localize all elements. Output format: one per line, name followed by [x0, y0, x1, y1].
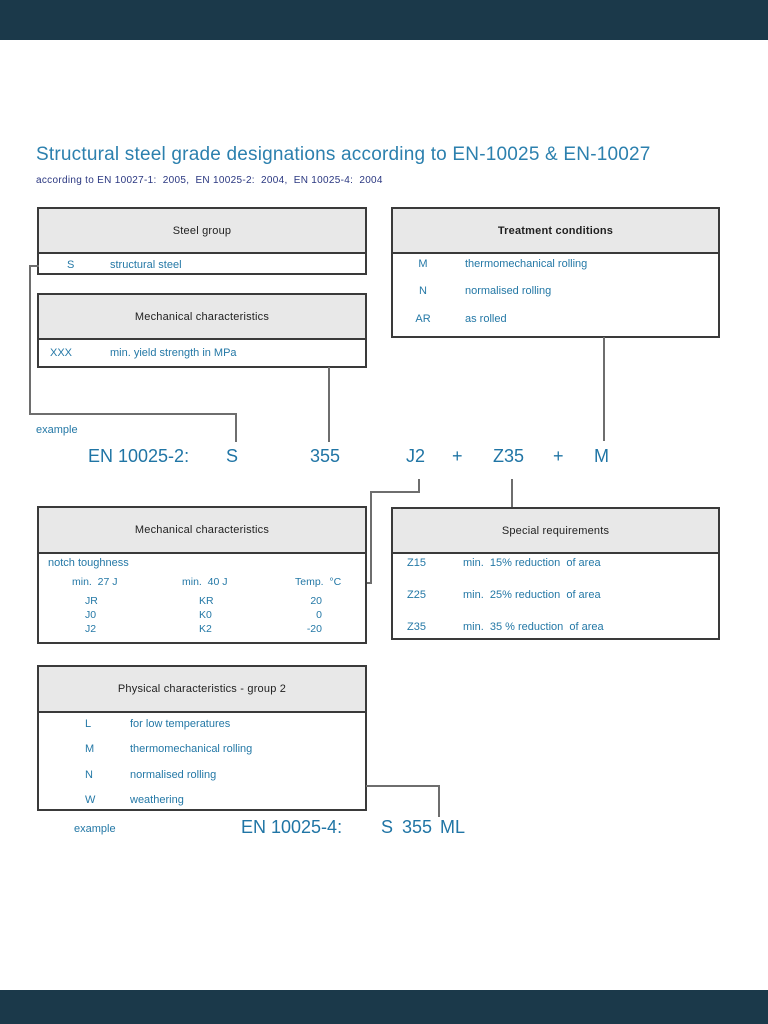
special-requirements-title: Special requirements — [393, 509, 718, 554]
special-requirements-box: Special requirements Z15 min. 15% reduct… — [391, 507, 720, 640]
steel-group-box: Steel group S structural steel — [37, 207, 367, 275]
special-code: Z15 — [407, 557, 426, 569]
table-cell: J2 — [85, 623, 97, 635]
col-header-temp: Temp. °C — [295, 576, 342, 588]
designation-part-355: 355 — [402, 817, 433, 837]
treatment-code: AR — [415, 313, 431, 325]
designation-part-ml: ML — [440, 817, 466, 837]
designation-plus: + — [452, 446, 463, 466]
mechanical-characteristics-upper-title: Mechanical characteristics — [39, 295, 365, 340]
designation-part-m: M — [594, 446, 609, 466]
treatment-code: M — [418, 258, 428, 270]
treatment-conditions-box: Treatment conditions M thermomechanical … — [391, 207, 720, 338]
viewer-bottom-bar — [0, 990, 768, 1024]
physical-code: W — [85, 794, 96, 806]
steel-group-box-title: Steel group — [39, 209, 365, 254]
connector-mech-to-355 — [328, 367, 330, 442]
treatment-desc: thermomechanical rolling — [465, 258, 588, 270]
physical-characteristics-box: Physical characteristics - group 2 L for… — [37, 665, 367, 811]
connector-physical-to-ml — [438, 785, 440, 817]
connector-treatment-to-m — [603, 337, 605, 441]
special-desc: min. 15% reduction of area — [463, 557, 601, 569]
example-label: example — [74, 823, 116, 835]
table-cell: 20 — [310, 595, 322, 607]
physical-characteristics-title: Physical characteristics - group 2 — [39, 667, 365, 713]
table-cell: J0 — [85, 609, 97, 621]
page-title: Structural steel grade designations acco… — [36, 144, 651, 165]
designation-prefix: EN 10025-4: — [241, 817, 343, 837]
physical-code: N — [85, 769, 93, 781]
physical-code: L — [85, 718, 92, 730]
treatment-desc: normalised rolling — [465, 285, 552, 297]
designation-plus: + — [553, 446, 564, 466]
physical-desc: weathering — [130, 794, 184, 806]
page-subtitle: according to EN 10027-1: 2005, EN 10025-… — [36, 175, 383, 186]
steel-group-code: S — [67, 259, 75, 271]
physical-desc: normalised rolling — [130, 769, 217, 781]
connector-j2-across — [370, 491, 420, 493]
table-cell: K0 — [199, 609, 212, 621]
mechanical-characteristics-lower-box: Mechanical characteristics notch toughne… — [37, 506, 367, 644]
mechanical-characteristics-upper-box: Mechanical characteristics XXX min. yiel… — [37, 293, 367, 368]
connector-steel-group-across — [29, 413, 237, 415]
table-cell: K2 — [199, 623, 212, 635]
col-header-min40j: min. 40 J — [182, 576, 228, 588]
designation-part-s: S — [381, 817, 394, 837]
mech-upper-desc: min. yield strength in MPa — [110, 347, 237, 359]
designation-prefix: EN 10025-2: — [88, 446, 190, 466]
table-cell: JR — [85, 595, 98, 607]
physical-desc: for low temperatures — [130, 718, 231, 730]
steel-group-desc: structural steel — [110, 259, 182, 271]
designation-part-s: S — [226, 446, 239, 466]
connector-j2-down — [418, 479, 420, 493]
connector-steel-group-stub — [29, 265, 39, 267]
designation-part-j2: J2 — [406, 446, 426, 466]
designation-part-z35: Z35 — [493, 446, 525, 466]
connector-j2-down2 — [370, 491, 372, 584]
treatment-code: N — [419, 285, 427, 297]
connector-physical-across — [366, 785, 440, 787]
notch-toughness-label: notch toughness — [48, 557, 129, 569]
special-desc: min. 25% reduction of area — [463, 589, 601, 601]
table-cell: KR — [199, 595, 214, 607]
treatment-conditions-box-title: Treatment conditions — [393, 209, 718, 254]
special-code: Z35 — [407, 621, 426, 633]
connector-j2-into-box — [364, 582, 372, 584]
connector-steel-group-to-s — [235, 413, 237, 442]
table-cell: 0 — [316, 609, 322, 621]
special-code: Z25 — [407, 589, 426, 601]
connector-z35-down — [511, 479, 513, 508]
connector-steel-group-down — [29, 265, 31, 415]
treatment-desc: as rolled — [465, 313, 507, 325]
example-label: example — [36, 424, 78, 436]
table-cell: -20 — [306, 623, 322, 635]
mech-upper-code: XXX — [50, 347, 73, 359]
special-desc: min. 35 % reduction of area — [463, 621, 604, 633]
physical-code: M — [85, 743, 95, 755]
physical-desc: thermomechanical rolling — [130, 743, 253, 755]
viewer-top-bar — [0, 0, 768, 40]
designation-part-355: 355 — [310, 446, 341, 466]
col-header-min27j: min. 27 J — [72, 576, 118, 588]
mechanical-characteristics-lower-title: Mechanical characteristics — [39, 508, 365, 554]
